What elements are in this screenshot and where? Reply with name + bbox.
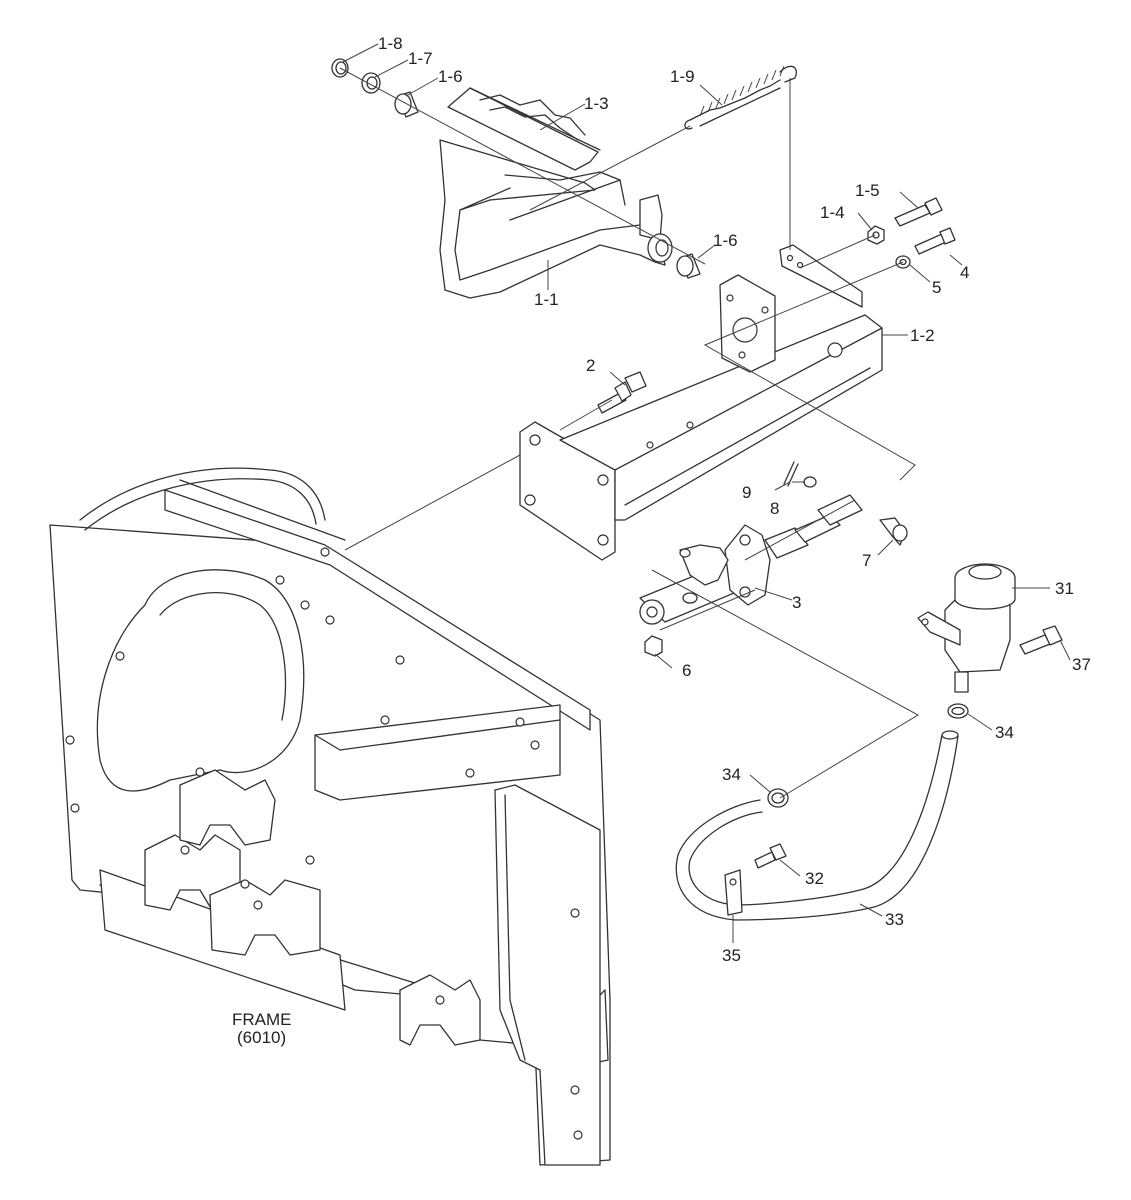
callout-1-6-lower: 1-6 [713,231,738,250]
nut-6 [644,635,663,657]
callout-5: 5 [932,278,941,297]
callout-33: 33 [885,910,904,929]
bolt-4 [914,227,956,255]
hose-clamp-lower [767,788,789,808]
callout-35: 35 [722,946,741,965]
bolt-1-5 [894,197,943,227]
frame-assembly: FRAME (6010) [49,467,611,1166]
callout-labels: 1-8 1-7 1-6 1-3 1-9 1-5 1-4 1-6 4 5 1-1 … [378,34,1091,965]
return-spring [684,65,797,130]
pedal-bracket [519,244,883,561]
washer-8 [803,476,817,488]
callout-7: 7 [862,551,871,570]
callout-1-9: 1-9 [670,67,695,86]
callout-1-4: 1-4 [820,203,845,222]
callout-9: 9 [742,483,751,502]
callout-1-8: 1-8 [378,34,403,53]
clevis-pin-7 [879,517,908,546]
callout-1-5: 1-5 [855,181,880,200]
hose [675,730,959,921]
bolt-2 [597,371,647,414]
callout-34-lower: 34 [722,765,741,784]
hose-clamp-upper [947,703,969,719]
callout-1-3: 1-3 [584,94,609,113]
bolt-32 [754,843,787,869]
callout-1-7: 1-7 [408,49,433,68]
hose-clamp-bracket-35 [724,869,743,916]
bushing-1-6-lower [676,253,701,279]
callout-1-1: 1-1 [534,290,559,309]
callout-1-2: 1-2 [910,326,935,345]
bolt-37 [1019,625,1063,655]
callout-4: 4 [960,263,969,282]
clutch-pedal-arm [439,139,673,299]
callout-32: 32 [805,869,824,888]
frame-label-line2: (6010) [237,1028,286,1047]
callout-34-upper: 34 [995,723,1014,742]
reservoir [917,563,1016,693]
callout-6: 6 [682,661,691,680]
callout-3: 3 [792,593,801,612]
frame-label-line1: FRAME [232,1010,292,1029]
guide-lines [339,67,920,799]
callout-31: 31 [1055,579,1074,598]
callout-8: 8 [770,499,779,518]
callout-1-6-upper: 1-6 [438,67,463,86]
nut-1-4 [867,225,885,245]
pedal-pad [447,87,601,171]
callout-leaders [342,43,1071,943]
callout-2: 2 [586,356,595,375]
callout-37: 37 [1072,655,1091,674]
